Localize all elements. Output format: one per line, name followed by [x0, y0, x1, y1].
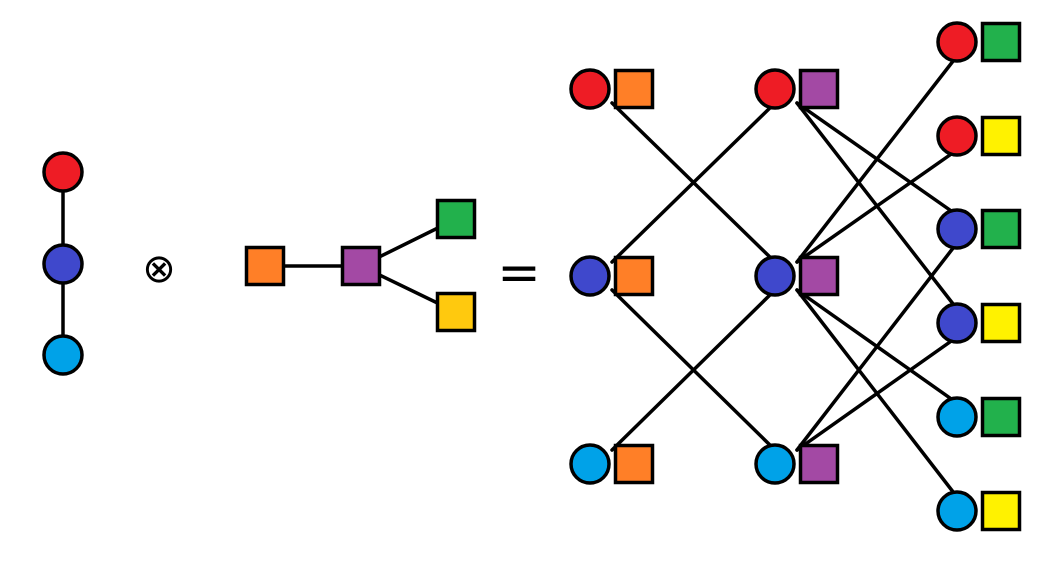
product-node-cyan-yellow-circle [936, 490, 978, 532]
product-node-cyan-orange-square [613, 443, 655, 485]
product-edge [795, 148, 959, 264]
product-node-red-purple-circle [754, 68, 796, 110]
product-node-red-purple-square [798, 68, 840, 110]
product-node-blue-yellow-square [980, 302, 1022, 344]
product-node-blue-purple-square [798, 255, 840, 297]
product-edge [610, 101, 777, 264]
nodes-layer [42, 21, 1022, 532]
product-node-cyan-yellow-square [980, 490, 1022, 532]
product-edge [795, 54, 959, 264]
graph-b-node-purple [340, 245, 382, 287]
product-node-blue-yellow-circle [936, 302, 978, 344]
tensor-product-symbol: ⊗ [142, 246, 176, 292]
graph-a-node-red [42, 151, 84, 193]
product-node-cyan-green-circle [936, 396, 978, 438]
product-node-blue-orange-circle [569, 255, 611, 297]
product-node-blue-purple-circle [754, 255, 796, 297]
product-node-red-green-circle [936, 21, 978, 63]
product-node-cyan-green-square [980, 396, 1022, 438]
product-edge [795, 335, 959, 452]
product-edge [610, 288, 777, 452]
graph-b-node-orange [244, 245, 286, 287]
product-node-blue-orange-square [613, 255, 655, 297]
product-node-red-orange-square [613, 68, 655, 110]
product-node-cyan-purple-circle [754, 443, 796, 485]
product-node-cyan-orange-circle [569, 443, 611, 485]
edges-layer [61, 54, 959, 499]
graph-b-node-gold [435, 291, 477, 333]
product-node-cyan-purple-square [798, 443, 840, 485]
product-node-red-orange-circle [569, 68, 611, 110]
graph-a-node-cyan [42, 334, 84, 376]
product-node-red-yellow-circle [936, 115, 978, 157]
product-node-blue-green-square [980, 208, 1022, 250]
graph-a-node-blue [42, 243, 84, 285]
product-node-blue-green-circle [936, 208, 978, 250]
product-node-red-yellow-square [980, 115, 1022, 157]
product-edge [795, 241, 959, 452]
equals-symbol: = [497, 243, 541, 303]
product-node-red-green-square [980, 21, 1022, 63]
graph-b-node-green [435, 198, 477, 240]
